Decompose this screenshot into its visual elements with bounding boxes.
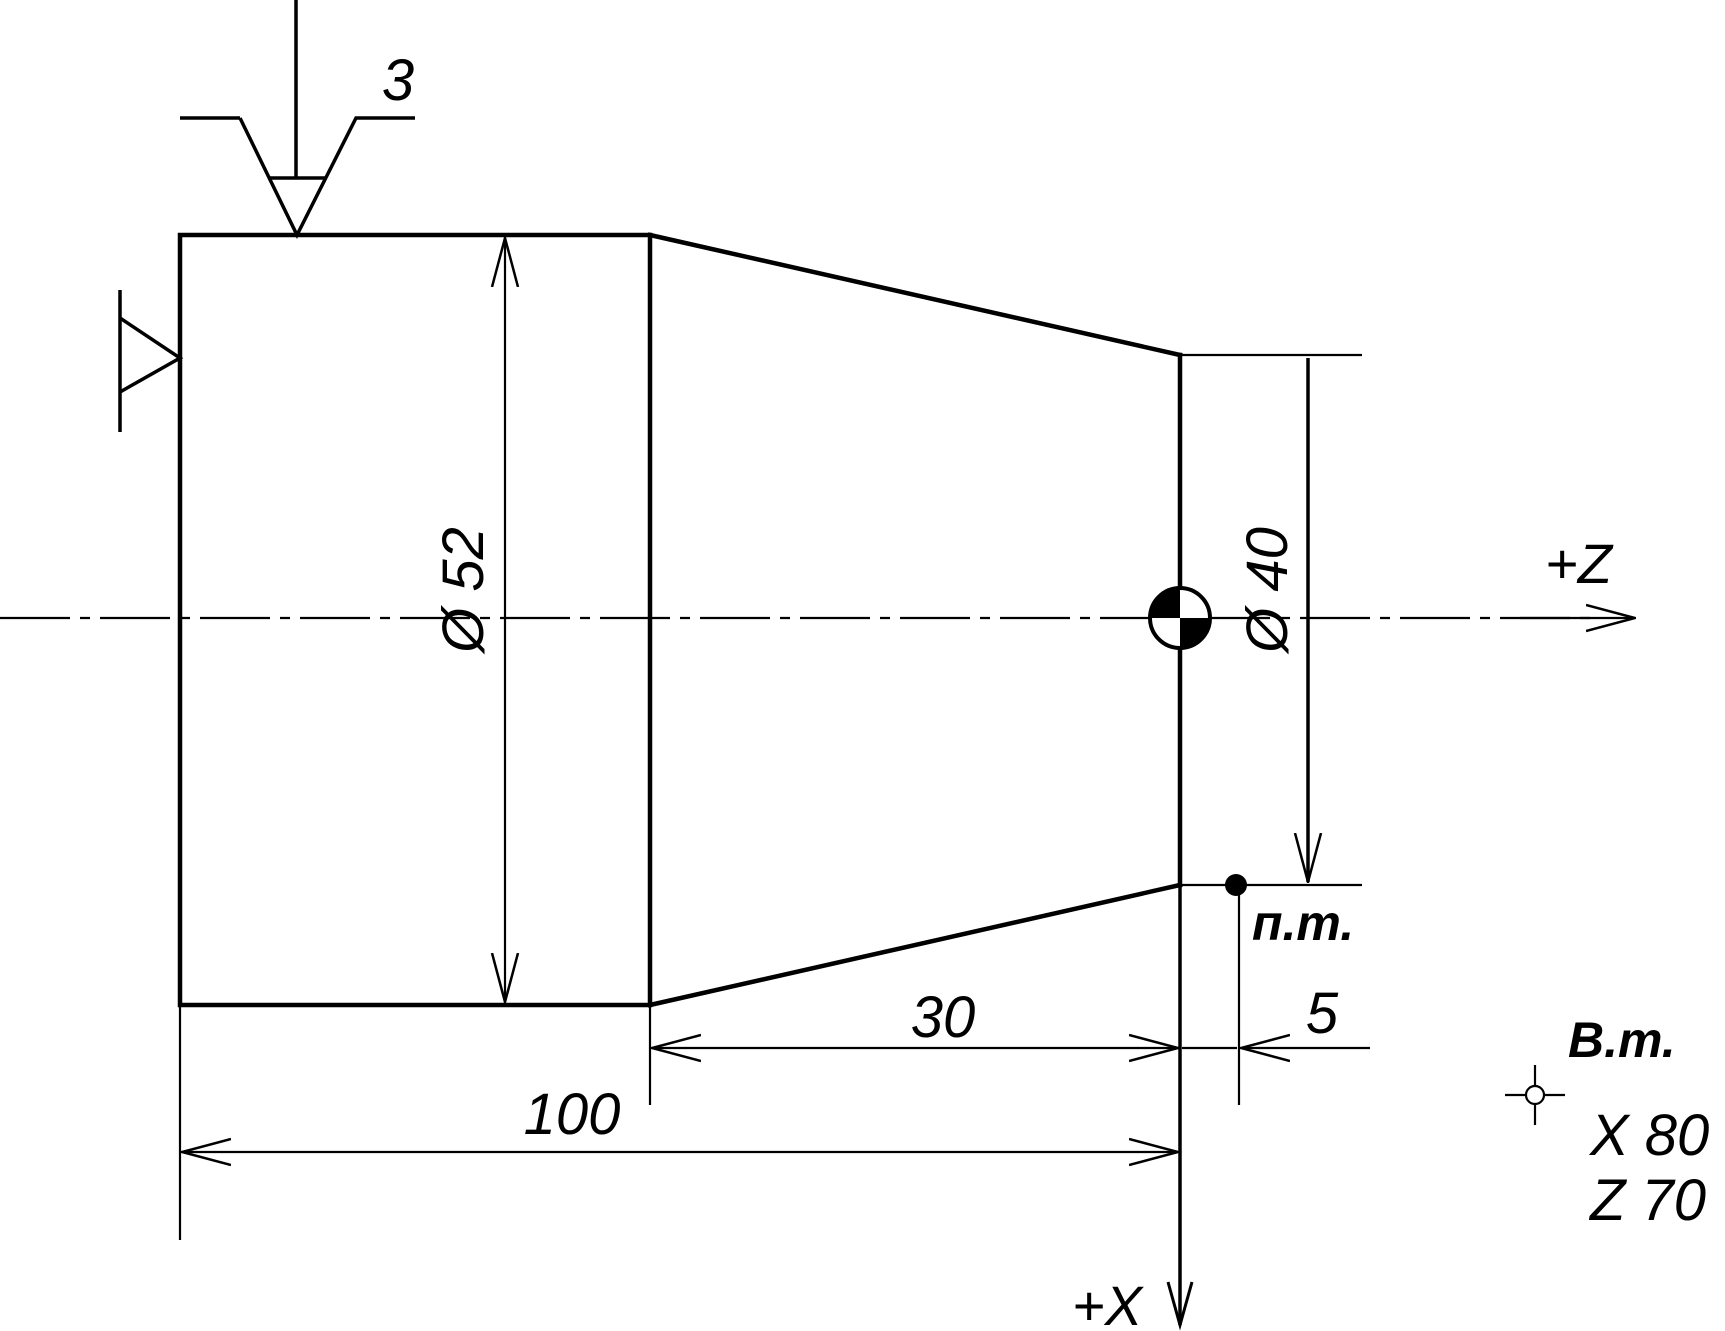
- start-point-label: п.т.: [1252, 895, 1354, 951]
- dim-text-dia-large: Ø 52: [431, 527, 496, 655]
- part-outline: [177, 232, 1183, 1008]
- roughness-symbol-icon: [180, 0, 415, 239]
- zero-point-icon: [1148, 586, 1212, 650]
- roughness-value: 3: [382, 48, 414, 113]
- crosshair-icon: [1505, 1065, 1565, 1125]
- start-point-marker: [1225, 874, 1247, 896]
- tool-change-z: Z 70: [1588, 1168, 1706, 1233]
- dim-text-taper-length: 30: [911, 985, 976, 1050]
- tool-change-x: X 80: [1588, 1103, 1709, 1168]
- dim-text-dia-small: Ø 40: [1235, 527, 1300, 655]
- x-axis-label: +X: [1072, 1274, 1145, 1331]
- dim-text-total-length: 100: [524, 1082, 621, 1147]
- datum-triangle-icon: [118, 290, 184, 432]
- x-axis-arrowhead: [1166, 1281, 1194, 1331]
- dim-text-approach: 5: [1306, 981, 1339, 1046]
- z-axis-label: +Z: [1545, 532, 1614, 595]
- tool-change-label: В.т.: [1568, 1012, 1676, 1068]
